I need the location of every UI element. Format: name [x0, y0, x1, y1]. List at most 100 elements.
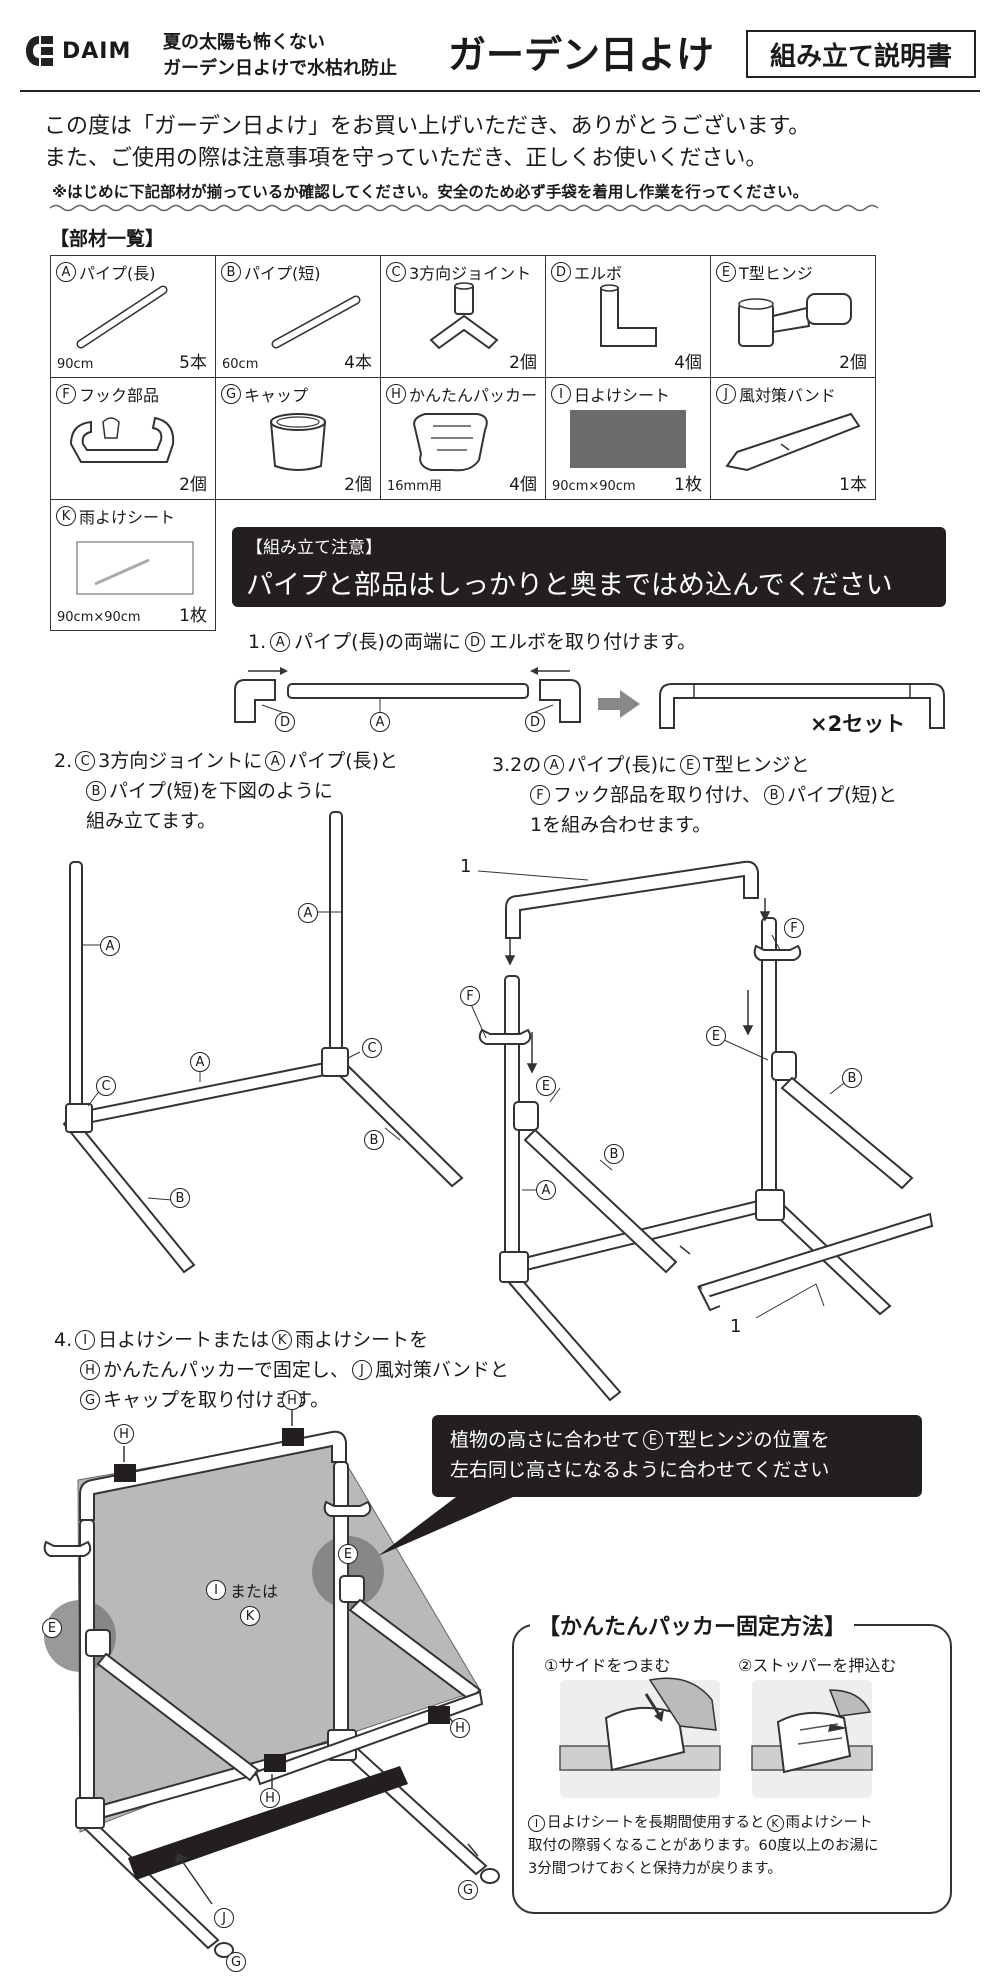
part-qty: 4個 [674, 353, 702, 373]
label-d-right: D [525, 712, 545, 732]
daim-logo-icon [26, 36, 53, 66]
step-number: 2. [54, 750, 73, 772]
part-size: 16mm用 [387, 479, 442, 494]
part-qty: 1枚 [179, 606, 207, 626]
part-name: キャップ [244, 386, 309, 405]
key-a: A [265, 751, 286, 771]
label-a: A [298, 903, 318, 923]
t-hinge-image [738, 293, 852, 347]
key-c: C [75, 751, 96, 771]
key-i: I [528, 1815, 545, 1832]
product-title: ガーデン日よけ [448, 33, 715, 77]
step-text: T型ヒンジと [703, 754, 810, 776]
key-j: J [351, 1360, 372, 1380]
key-a: A [544, 755, 565, 775]
step-number: 3.2の [492, 754, 542, 776]
label-f: F [784, 918, 804, 938]
packer-step-1: ①サイドをつまむ [544, 1656, 671, 1675]
label-c: C [362, 1038, 382, 1058]
part-name: かんたんパッカー [409, 386, 538, 405]
parts-heading: 【部材一覧】 [50, 228, 165, 250]
key-g: G [80, 1390, 100, 1410]
elbow-image [600, 284, 657, 347]
label-h: H [260, 1788, 280, 1808]
part-qty: 2個 [839, 353, 867, 373]
key-e: E [680, 755, 701, 775]
ref-1-top: 1 [460, 856, 472, 877]
part-key: F [56, 384, 76, 404]
label-g: G [226, 1952, 246, 1972]
step-text: キャップを取り付けます。 [103, 1389, 330, 1411]
label-e: E [42, 1618, 62, 1638]
step-text: パイプ(長)の両端に [294, 631, 461, 653]
part-name: 日よけシート [574, 386, 671, 405]
part-qty: 4本 [344, 353, 372, 373]
part-qty: 5本 [179, 353, 207, 373]
part-key: E [716, 262, 736, 282]
part-name: パイプ(短) [244, 264, 321, 283]
step-text: 日よけシートまたは [98, 1329, 270, 1351]
assembly-caution: 【組み立て注意】 パイプと部品はしっかりと奥まではめ込んでください [232, 527, 946, 607]
hook-part-image [69, 416, 175, 463]
part-qty: 2個 [179, 475, 207, 495]
part-size: 90cm×90cm [57, 610, 141, 625]
label-a: A [190, 1052, 210, 1072]
label-e: E [338, 1544, 358, 1564]
part-qty: 2個 [509, 353, 537, 373]
part-key: I [551, 384, 571, 404]
key-e: E [643, 1430, 664, 1450]
label-g: G [458, 1880, 478, 1900]
or-text: または [230, 1582, 279, 1601]
packer-step-2: ②ストッパーを押込む [738, 1656, 897, 1675]
long-pipe-image [76, 285, 168, 349]
label-k: K [240, 1606, 260, 1626]
step-text: 雨よけシートを [295, 1329, 429, 1351]
step-number: 1. [248, 631, 267, 653]
caution-body: パイプと部品はしっかりと奥まではめ込んでください [246, 570, 893, 601]
key-a: A [270, 632, 291, 652]
key-k: K [766, 1815, 784, 1832]
step-1-text: 1. A パイプ(長)の両端に D エルボを取り付けます。 [248, 627, 696, 657]
step-text: エルボを取り付けます。 [488, 631, 697, 653]
part-key: H [386, 384, 406, 404]
packer-title: 【かんたんパッカー固定方法】 [530, 1609, 855, 1641]
callout-text: 左右同じ高さになるように合わせてください [450, 1459, 830, 1481]
wind-band-image [725, 412, 861, 472]
part-name: パイプ(長) [79, 264, 156, 283]
note-text: 取付の際弱くなることがあります。60度以上のお湯に [528, 1838, 879, 1854]
step-text: パイプ(長)に [567, 754, 678, 776]
part-qty: 1枚 [674, 475, 702, 495]
step-text: 1を組み合わせます。 [530, 814, 712, 836]
part-name: 3方向ジョイント [409, 264, 532, 283]
doc-type: 組み立て説明書 [746, 30, 976, 78]
part-key: J [716, 384, 736, 404]
key-b: B [764, 785, 785, 805]
part-size: 90cm [57, 357, 94, 372]
header-rule [20, 90, 980, 92]
label-a: A [370, 712, 390, 732]
label-b: B [364, 1130, 384, 1150]
wavy-underline [49, 204, 879, 212]
part-qty: 4個 [509, 475, 537, 495]
part-key: K [56, 506, 76, 526]
label-h: H [114, 1424, 134, 1444]
part-name: 雨よけシート [79, 508, 176, 527]
tagline-1: 夏の太陽も怖くない [163, 32, 325, 53]
two-sets-label: ×2セット [810, 712, 906, 736]
brand-logo: DAIM [22, 34, 131, 68]
part-size: 60cm [222, 357, 259, 372]
tagline-2: ガーデン日よけで水枯れ防止 [163, 58, 397, 79]
part-name: 風対策バンド [739, 386, 836, 405]
callout-text: 植物の高さに合わせて [450, 1429, 641, 1451]
key-b: B [86, 781, 106, 801]
